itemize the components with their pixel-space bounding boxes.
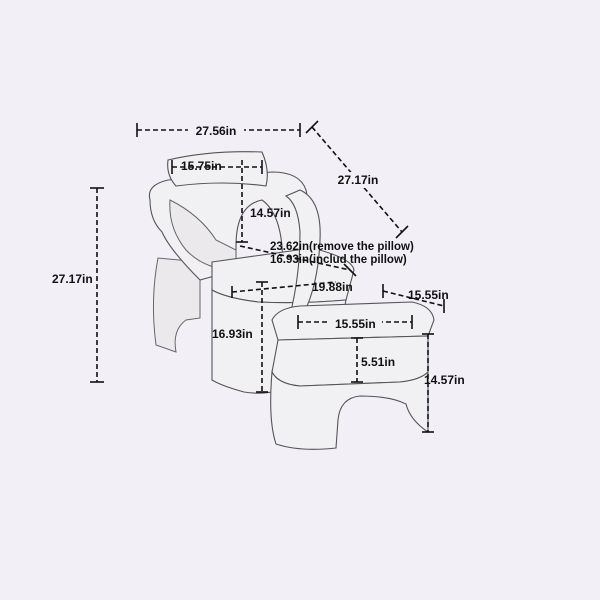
chair-shell — [148, 171, 312, 301]
label-ottoman-width: 15.55in — [335, 317, 376, 331]
ottoman-base — [270, 370, 429, 450]
dim-ottoman-width: 15.55in — [297, 315, 413, 331]
label-seat-width: 19.88in — [312, 280, 353, 294]
label-seat-depth-no-pillow: 23.62in(remove the pillow) — [270, 241, 414, 253]
label-ottoman-height: 14.57in — [424, 373, 465, 387]
dim-ottoman-cushion-height: 5.51in — [351, 337, 395, 383]
dim-pillow-width: 15.75in — [171, 159, 263, 174]
label-pillow-height: 14.57in — [250, 206, 291, 220]
label-pillow-width: 15.75in — [181, 159, 222, 173]
dim-ottoman-depth: 15.55in — [382, 284, 449, 313]
dim-seat-depth — [239, 245, 357, 277]
dim-seat-height: 16.93in — [212, 281, 268, 393]
chair-rear-base — [152, 257, 201, 353]
label-chair-width: 27.56in — [196, 124, 237, 138]
ottoman-cushion — [271, 335, 429, 387]
dim-chair-width: 27.56in — [136, 122, 301, 138]
label-chair-depth: 27.17in — [338, 173, 379, 187]
label-chair-height: 27.17in — [52, 272, 93, 286]
dim-chair-depth: 27.17in — [305, 120, 409, 239]
dim-seat-width: 19.88in — [231, 280, 353, 298]
label-seat-height: 16.93in — [212, 327, 253, 341]
dim-pillow-height: 14.57in — [236, 160, 291, 243]
label-ottoman-depth: 15.55in — [408, 288, 449, 302]
dim-chair-height: 27.17in — [52, 187, 104, 383]
label-seat-depth-with-pillow: 16.93in(includ the pillow) — [270, 254, 407, 266]
label-ottoman-cushion-height: 5.51in — [361, 355, 395, 369]
dim-ottoman-height: 14.57in — [422, 333, 465, 433]
